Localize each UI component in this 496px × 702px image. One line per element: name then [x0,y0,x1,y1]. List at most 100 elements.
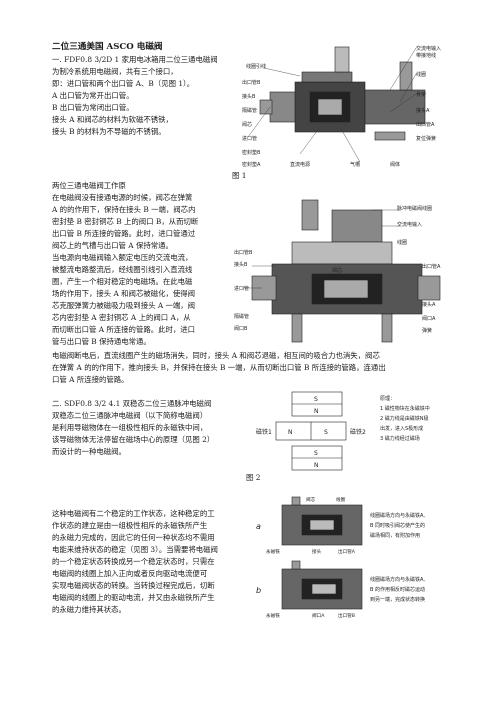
text-line: 而切断出口管 A 所连接的管路。此时，进口 [52,325,196,334]
fig1-label: 直流电源 [290,161,310,168]
fig1-label: 阀芯 [242,121,252,128]
text-line: 的永磁力维持其状态。 [52,605,126,614]
fig1-label: 出口管A [416,121,435,128]
text-line: 二. SDF0.8 3/2 4.1 双稳态二位三通脉冲电磁阀 [52,399,212,408]
page-title: 二位三通美国 ASCO 电磁阀 [52,42,163,52]
figb-label: 阀口A [422,315,436,322]
fig1-label: 出口管B [242,79,261,86]
figure-valve-cross-section: 脉冲电磁阀线圈 交流电输入 线圈 接头B 出口管B 进口管 出口管A 接头A 阀… [234,199,441,343]
text-line: 当电源向电磁阀输入额定电压的交流电流， [52,253,193,262]
figure-1-valve-diagram: 线圈引线 交流电输入 带接地线 线圈 骨架 出口管B 接头B 隔磁管 阀芯 进口… [242,45,441,168]
figb-label: 交流电输入 [397,221,422,228]
fig3-note-a: B 同时吸引阀芯使产生的 [370,522,425,529]
text-line: 在电磁阀没有接通电源的时候，阀芯在弹簧 [52,193,193,202]
figure-2-caption: 图 2 [246,473,261,482]
fig1-label: 带接地线 [416,52,436,59]
fig2-pole: N [288,429,293,436]
figure-3-states: a b 阀芯 线圈 永磁铁 接头 永磁铁 阀口A 出口管A 出口管B 线圈磁场方… [256,496,425,619]
text-line: 管与出口管 B 保持通电常通。 [52,337,151,346]
text-line: A 出口管为常开出口管。 [52,91,134,100]
fig1-label: 骨架 [416,92,426,98]
figb-label: 隔磁管 [234,313,249,320]
text-line: 阀芯上的气槽与出口管 A 保持常通。 [52,241,173,250]
figb-label: 阀芯 [332,267,342,274]
text-line: 双稳态二位三通脉冲电磁阀（以下简称电磁阀） [52,411,208,420]
text-line: 电磁阀断电后，直流线圈产生的磁场消失，同时，接头 A 和阀芯退磁，相互间的吸合力… [52,351,380,360]
text-line: 的一个稳定状态转换成另一个稳定状态时，只需在 [52,557,215,566]
text-line: 圈，产生一个相对稳定的电磁场。在此电磁 [52,277,193,286]
fig2-note: 1 磁性物块在永磁铁中 [380,405,430,412]
fig1-label: 线圈 [416,71,426,78]
text-line: 两位三通电磁阀工作原 [52,181,126,190]
fig1-label: 复位弹簧 [416,135,436,142]
text-line: 在弹簧 A 的的作用下，推向接头 B，并保持在接头 B 一端，从而切断出口管 B… [52,363,386,372]
text-line: 而设计的一种电磁阀。 [52,447,126,456]
figb-label: 脉冲电磁阀线圈 [397,205,432,212]
fig1-label: 进口管 [242,135,257,142]
text-line: 是利用导磁物体在一组极性相斥的永磁铁中间， [52,423,208,432]
text-line: 为制冷系统用电磁阀，共有三个接口， [52,67,178,76]
text-line: 场的作用下，接头 A 和阀芯被磁化，使得阀 [52,289,196,298]
text-line: 即：进口管和两个出口管 A、B（见图 1）。 [52,79,195,88]
fig1-label: 交流电输入 [416,45,441,52]
text-line: 出口管 B 所连接的管路。此时，进口管通过 [52,229,196,238]
fig2-note: 出发，进入S极形成 [380,425,423,432]
text-line: 接头 B 的材料为不导磁的不锈钢。 [52,127,166,136]
text-line: 芯内密封垫 A 密封铜芯 A 上的阀口 A，从 [52,313,191,322]
figb-label: 接头B [234,261,248,268]
fig1-label: 密封垫A [242,161,261,168]
figb-label: 线圈 [397,239,407,246]
text-line: 电磁阀的线圈上加入正向或者反向驱动电流便可 [52,569,208,578]
fig3-note-b: 到另一端，完成状态转换 [370,596,425,603]
fig3-label: 线圈 [336,496,346,503]
text-line: A 的的作用下，保持在接头 B 一端，阀芯内 [52,205,196,214]
figb-label: 接头A [422,301,436,308]
text-line: 实现电磁阀状态的转换。当转换过程完成后，切断 [52,581,215,590]
fig2-note: 2 磁力线是由磁铁N极 [380,415,429,422]
figb-label: 进口管 [234,285,249,292]
text-line: 作状态的建立是由一组极性相斥的永磁铁所产生 [52,521,208,530]
fig2-label: 磁铁2 [350,428,366,436]
fig2-pole: N [314,462,319,469]
figb-label: 出口管A [422,263,441,270]
figure-1-caption: 图 1 [232,171,247,180]
text-line: 这种电磁阀有二个稳定的工作状态，这种稳定的工 [52,509,215,518]
fig2-label: 磁铁1 [256,428,272,436]
fig2-pole: S [314,450,318,457]
fig3-note-a: 磁场相同，有附加作用 [370,532,420,539]
text-line: 电能来维持状态的稳定（见图 3）。当需要将电磁阀 [52,545,218,554]
fig2-note: 原理： [380,396,395,402]
fig3-state-b: b [256,586,261,595]
fig2-pole: S [324,429,328,436]
fig2-note: 3 磁力线经过磁场 [380,435,420,442]
fig2-pole: S [314,396,318,403]
fig1-label: 气槽 [350,161,360,168]
fig3-label: 永磁铁 [266,548,280,555]
fig3-note-b: 线圈磁场方向与永磁铁A, [370,576,425,583]
fig1-label: 密封垫B [242,149,261,156]
fig3-label: 接头 [312,548,322,555]
text-line: 口管 A 所连接的管路。 [52,375,129,384]
fig1-label: 线圈引线 [246,63,266,70]
fig1-label: 隔磁管 [242,107,257,114]
fig3-note-a: 线圈磁场方向与永磁铁A, [370,512,425,519]
text-line: 该导磁物体无法停留在磁场中心的原理（见图 2） [52,435,215,444]
text-line: 的永磁力完成的，因此它的任何一种状态均不需用 [52,533,215,542]
text-line: 芯克服弹簧力被磁吸力吸到接头 A 一端，阀 [52,301,196,310]
figb-label: 阀口B [234,325,248,332]
text-line: 一. FDF0.8 3/2D 1 家用电冰箱用二位三通电磁阀 [52,55,218,64]
fig3-label: 永磁铁 [266,612,280,619]
fig3-label: 出口管A [338,548,356,555]
fig3-state-a: a [256,522,261,531]
fig1-label: 接头A [416,107,430,114]
fig3-label: 出口管B [338,612,355,619]
figure-2-magnets: 磁铁1 磁铁2 S N N S S N 原理： 1 磁性物块在永磁铁中 2 磁力… [256,391,430,471]
fig3-label: 阀芯 [306,496,316,503]
text-line: 密封垫 B 密封铜芯 B 上的阀口 B，从而切断 [52,217,199,226]
text-line: 电磁阀的线圈上的驱动电流，并又由永磁铁所产生 [52,593,215,602]
text-line: B 出口管为常闭出口管。 [52,103,134,112]
fig1-label: 阀体 [390,161,400,168]
text-line: 接头 A 和阀芯的材料为软磁不锈铁， [52,115,173,124]
fig3-note-b: B 的作用相反时磁芯运动 [370,586,425,593]
figb-label: 弹簧 [422,327,432,334]
